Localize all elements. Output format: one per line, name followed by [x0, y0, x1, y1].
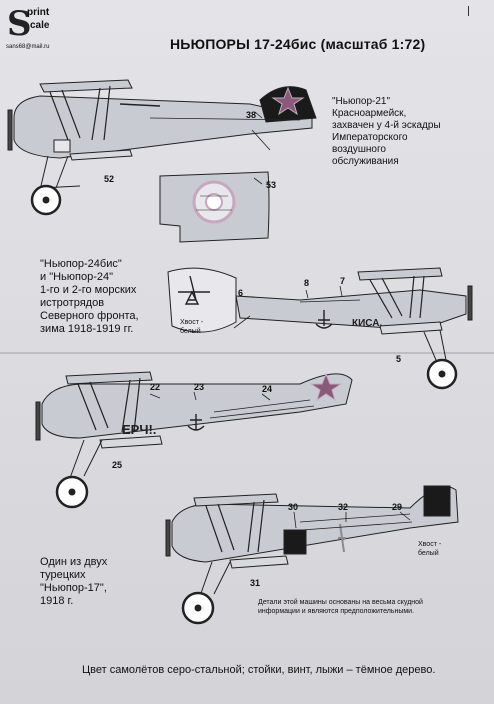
caption-line: и "Ньюпор-24"	[40, 271, 114, 283]
callout-5: 5	[396, 354, 401, 364]
caption-line: 1918 г.	[40, 595, 74, 607]
logo-word-cale: cale	[30, 20, 50, 31]
caption-line: истротрядов	[40, 297, 105, 309]
fold-line	[0, 352, 494, 354]
callout-25: 25	[112, 460, 122, 470]
callout-38: 38	[246, 110, 256, 120]
aircraft-3-profile	[35, 371, 353, 509]
aircraft-2-caption: "Ньюпор-24бис" и "Ньюпор-24" 1-го и 2-го…	[40, 258, 139, 336]
callout-23: 23	[194, 382, 204, 392]
callout-29: 29	[392, 502, 402, 512]
caption-line: захвачен у 4-й эскадры	[332, 120, 441, 131]
logo-word-print: print	[27, 7, 50, 18]
fuselage-text-kisa: КИСА.	[352, 318, 382, 329]
aircraft-2-tail-note: Хвост - белый	[180, 318, 203, 336]
callout-30: 30	[288, 502, 298, 512]
callout-31: 31	[250, 578, 260, 588]
caption-line: "Ньюпор-21"	[332, 96, 391, 107]
fuselage-text-erch: ЕРЧ!.	[122, 422, 156, 437]
color-note-footer: Цвет самолётов серо-стальной; стойки, ви…	[82, 664, 436, 676]
aircraft-2-profile	[167, 267, 473, 390]
callout-6: 6	[238, 288, 243, 298]
callout-52: 52	[104, 174, 114, 184]
contact-email: sans68@mail.ru	[6, 44, 50, 50]
aircraft-4-tail-note: Хвост - белый	[418, 540, 441, 558]
corner-mark	[468, 6, 469, 16]
caption-line: "Ньюпор-17",	[40, 582, 107, 594]
callout-53: 53	[266, 180, 276, 190]
callout-22: 22	[150, 382, 160, 392]
callout-7: 7	[340, 276, 345, 286]
caption-line: Северного фронта,	[40, 310, 139, 322]
page-title: НЬЮПОРЫ 17-24бис (масштаб 1:72)	[170, 36, 426, 52]
caption-line: Императорского	[332, 132, 408, 143]
caption-line: обслуживания	[332, 156, 399, 167]
logo-letter: S	[7, 4, 32, 44]
caption-line: воздушного	[332, 144, 386, 155]
aircraft-4-details-note: Детали этой машины основаны на весьма ск…	[258, 598, 423, 616]
aircraft-4-profile	[165, 485, 459, 625]
note-line: Детали этой машины основаны на весьма ск…	[258, 599, 423, 606]
note-line: Хвост -	[180, 319, 204, 326]
note-line: информации и являются предположительными…	[258, 608, 415, 615]
note-line: белый	[180, 328, 201, 335]
note-line: белый	[418, 550, 439, 557]
caption-line: 1-го и 2-го морских	[40, 284, 137, 296]
aircraft-1-caption: "Ньюпор-21" Красноармейск, захвачен у 4-…	[332, 96, 441, 168]
caption-line: турецких	[40, 569, 86, 581]
note-line: Хвост -	[418, 541, 442, 548]
callout-24: 24	[262, 384, 272, 394]
aircraft-4-caption: Один из двух турецких "Ньюпор-17", 1918 …	[40, 556, 107, 608]
aircraft-1-profile	[7, 79, 317, 243]
caption-line: зима 1918-1919 гг.	[40, 323, 134, 335]
callout-32: 32	[338, 502, 348, 512]
caption-line: "Ньюпор-24бис"	[40, 258, 122, 270]
caption-line: Красноармейск,	[332, 108, 407, 119]
caption-line: Один из двух	[40, 556, 108, 568]
callout-8: 8	[304, 278, 309, 288]
